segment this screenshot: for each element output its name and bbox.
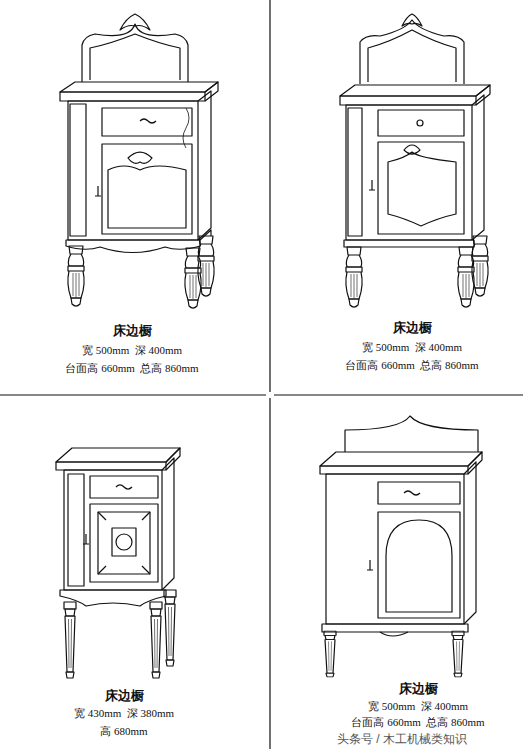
dimension-text: 宽 500mm 深 400mm bbox=[368, 700, 468, 713]
caption-title: 床边橱 bbox=[393, 320, 432, 336]
dimension-text: 台面高 660mm 总高 860mm bbox=[351, 716, 484, 729]
cabinet-3 bbox=[56, 448, 180, 678]
dimension-text: 台面高 660mm 总高 860mm bbox=[65, 362, 198, 375]
cabinet-1 bbox=[60, 14, 218, 308]
dimension-text: 台面高 660mm 总高 860mm bbox=[345, 359, 478, 372]
dimension-text: 宽 430mm 深 380mm bbox=[74, 707, 174, 720]
dimension-text: 宽 500mm 深 400mm bbox=[362, 341, 462, 354]
watermark: 头条号 / 木工机械类知识 bbox=[335, 732, 469, 746]
caption-title: 床边橱 bbox=[105, 688, 144, 704]
dimension-text: 高 680mm bbox=[100, 725, 147, 738]
divider bbox=[274, 394, 523, 395]
divider bbox=[269, 398, 270, 749]
cabinet-4 bbox=[320, 416, 482, 677]
dimension-text: 宽 500mm 深 400mm bbox=[82, 344, 182, 357]
caption-title: 床边橱 bbox=[113, 323, 152, 339]
cabinet-2 bbox=[340, 14, 490, 307]
caption-title: 床边橱 bbox=[399, 681, 438, 697]
divider bbox=[0, 394, 266, 395]
divider bbox=[269, 0, 270, 392]
